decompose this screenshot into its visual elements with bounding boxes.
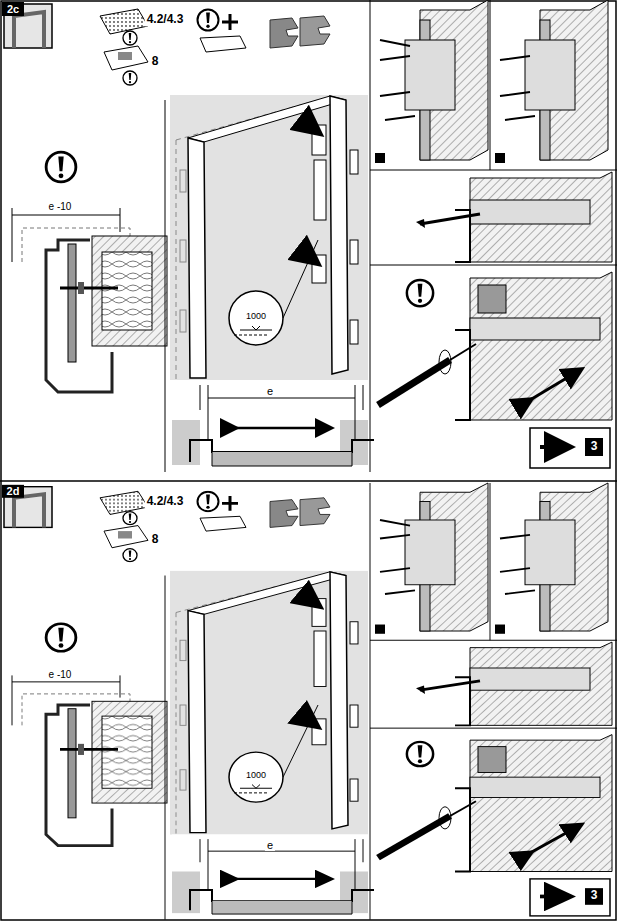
next-step-number: 3 bbox=[590, 890, 599, 903]
step-number: 2c bbox=[6, 3, 20, 15]
step-number: 2d bbox=[6, 485, 21, 497]
manual-section: 8 bbox=[150, 55, 161, 68]
dimension-label: e -10 bbox=[47, 201, 74, 212]
dimension-label: e bbox=[265, 839, 275, 851]
manual-section: 4.2/4.3 bbox=[145, 495, 186, 508]
manual-section: 8 bbox=[150, 534, 161, 547]
manual-section: 4.2/4.3 bbox=[145, 13, 186, 26]
dimension-label: e -10 bbox=[47, 668, 74, 679]
dimension-label: 1000 bbox=[244, 771, 268, 781]
dimension-label: 1000 bbox=[244, 312, 268, 322]
next-step-number: 3 bbox=[590, 440, 599, 453]
dimension-label: e bbox=[265, 385, 275, 397]
